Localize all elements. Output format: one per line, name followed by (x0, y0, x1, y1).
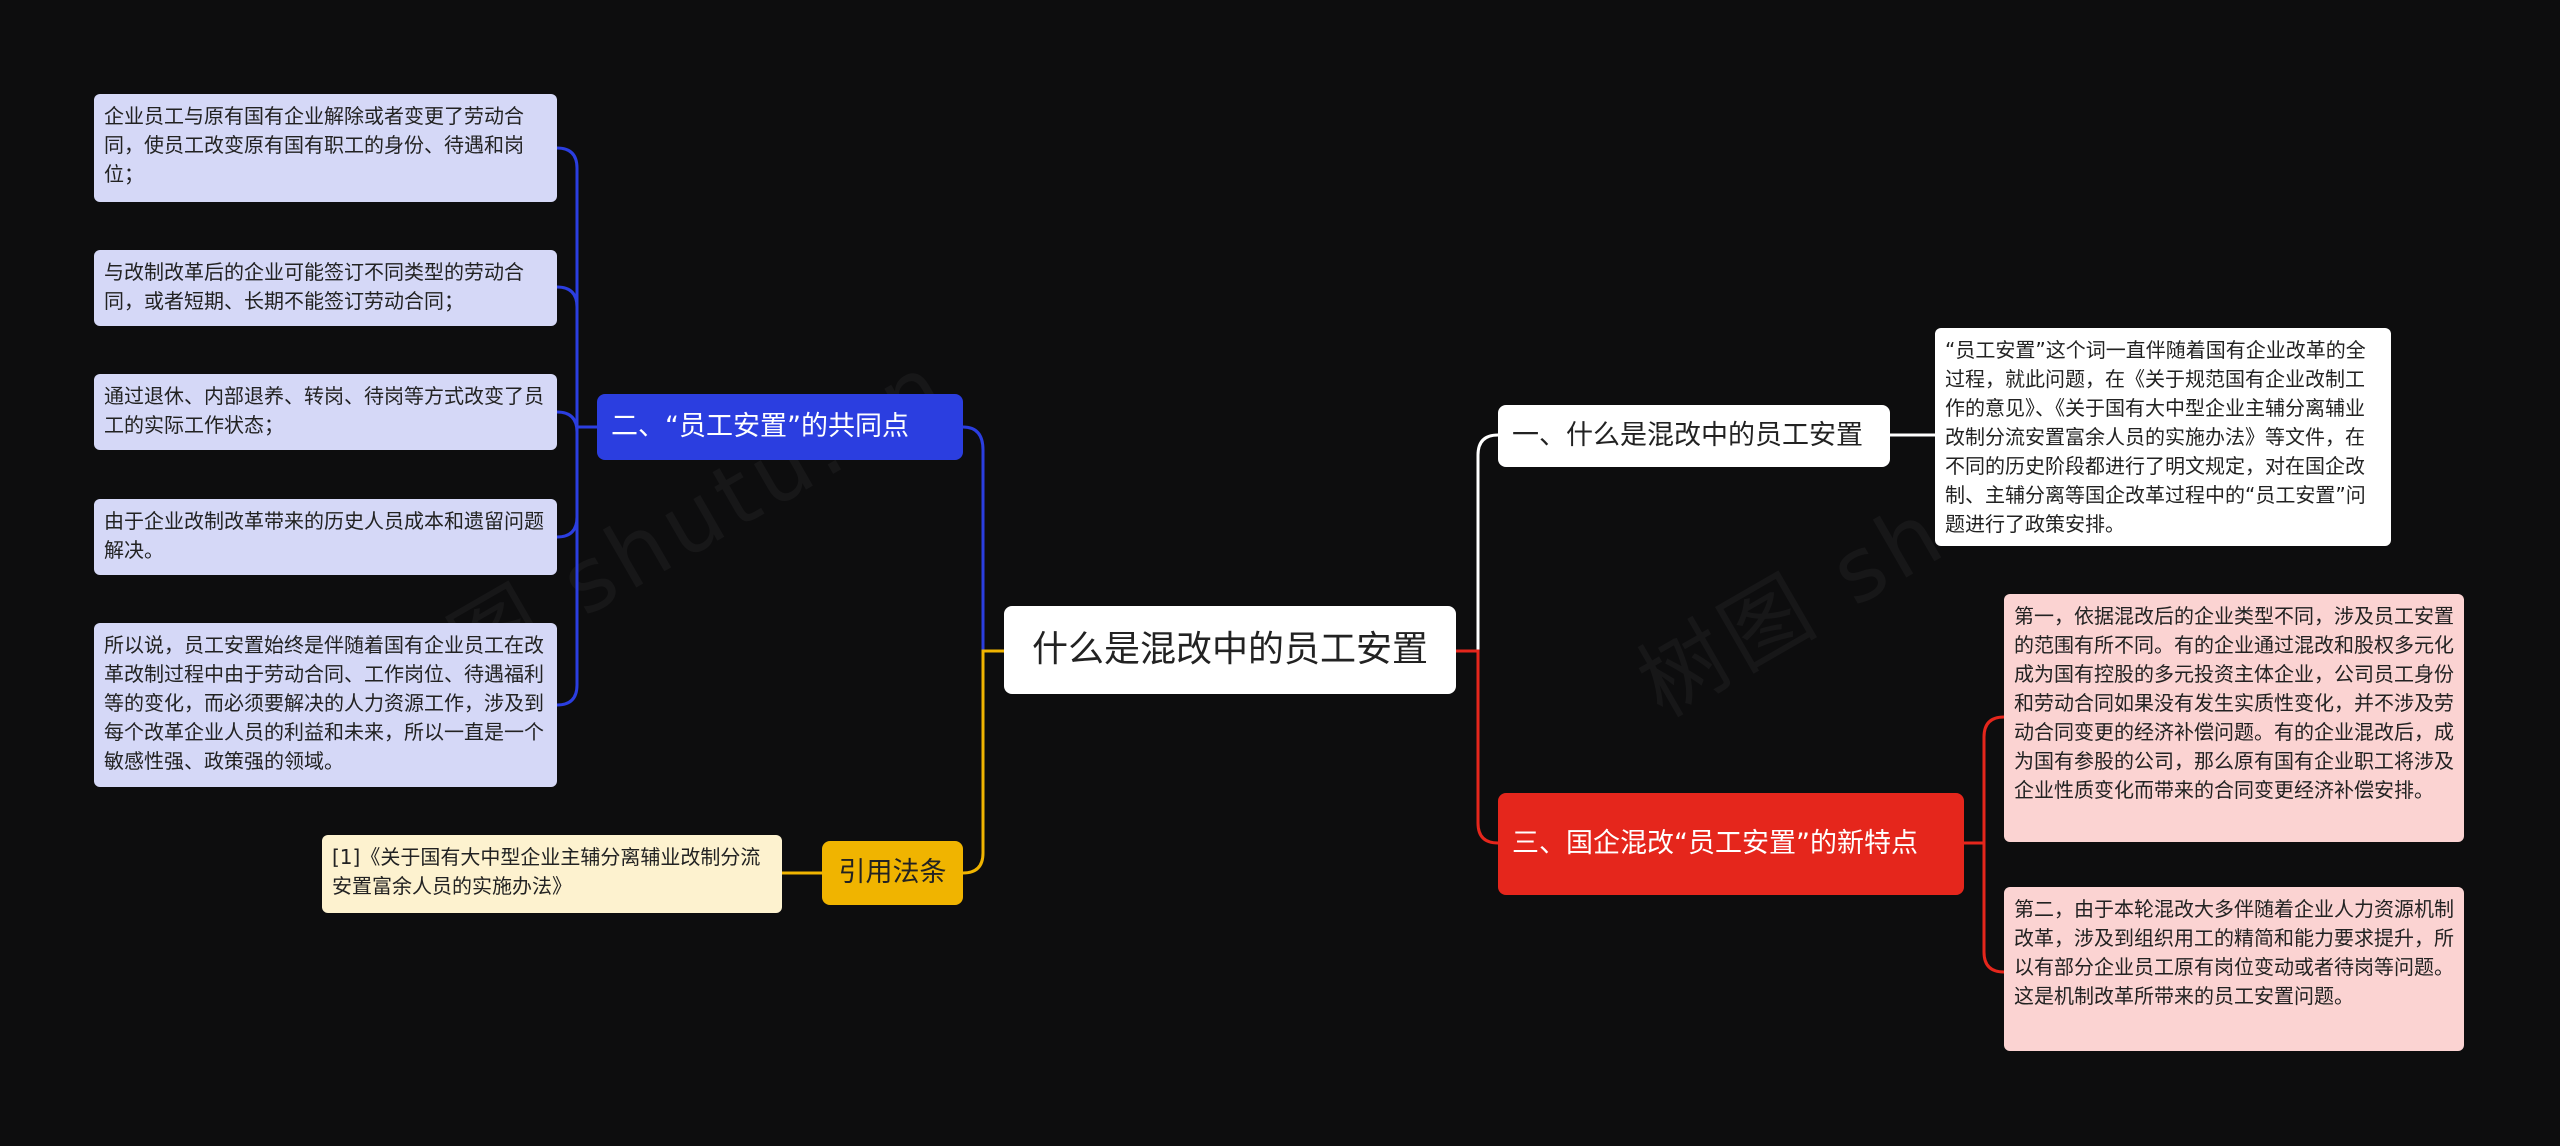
leaf-b1-1[interactable]: “员工安置”这个词一直伴随着国有企业改革的全过程，就此问题，在《关于规范国有企业… (1935, 328, 2391, 546)
leaf-text: “员工安置”这个词一直伴随着国有企业改革的全过程，就此问题，在《关于规范国有企业… (1945, 338, 2366, 536)
branch-what-is-placement[interactable]: 一、什么是混改中的员工安置 (1498, 405, 1890, 467)
link-b2-leaf5 (556, 427, 579, 707)
leaf-text: 与改制改革后的企业可能签订不同类型的劳动合同，或者短期、长期不能签订劳动合同； (104, 260, 524, 313)
link-root-b1 (1456, 433, 1499, 653)
link-root-b4 (962, 649, 1004, 875)
link-b3-leaf2 (1982, 843, 2005, 974)
link-b2-leaf3 (556, 410, 579, 433)
leaf-b2-4[interactable]: 由于企业改制改革带来的历史人员成本和遗留问题解决。 (94, 499, 557, 575)
branch-label: 二、“员工安置”的共同点 (611, 411, 909, 442)
branch-label: 引用法条 (838, 857, 947, 888)
leaf-b2-2[interactable]: 与改制改革后的企业可能签订不同类型的劳动合同，或者短期、长期不能签订劳动合同； (94, 250, 557, 326)
link-b2-leaf1 (556, 146, 597, 429)
leaf-text: 由于企业改制改革带来的历史人员成本和遗留问题解决。 (104, 509, 544, 562)
branch-label: 一、什么是混改中的员工安置 (1512, 420, 1863, 451)
link-root-b3 (1456, 649, 1499, 845)
leaf-b2-1[interactable]: 企业员工与原有国有企业解除或者变更了劳动合同，使员工改变原有国有职工的身份、待遇… (94, 94, 557, 202)
leaf-b4-1[interactable]: [1]《关于国有大中型企业主辅分离辅业改制分流安置富余人员的实施办法》 (322, 835, 782, 913)
branch-label: 三、国企混改“员工安置”的新特点 (1512, 828, 1918, 859)
leaf-text: 企业员工与原有国有企业解除或者变更了劳动合同，使员工改变原有国有职工的身份、待遇… (104, 104, 524, 186)
root-title: 什么是混改中的员工安置 (1031, 629, 1428, 670)
leaf-b2-3[interactable]: 通过退休、内部退养、转岗、待岗等方式改变了员工的实际工作状态； (94, 374, 557, 450)
branch-new-features[interactable]: 三、国企混改“员工安置”的新特点 (1498, 793, 1964, 895)
leaf-text: 所以说，员工安置始终是伴随着国有企业员工在改革改制过程中由于劳动合同、工作岗位、… (104, 633, 544, 773)
link-b2-leaf2 (556, 285, 579, 427)
leaf-text: 通过退休、内部退养、转岗、待岗等方式改变了员工的实际工作状态； (104, 384, 544, 437)
link-b3-leaf1 (1964, 715, 2005, 845)
link-root-b2 (962, 425, 1004, 653)
leaf-b2-5[interactable]: 所以说，员工安置始终是伴随着国有企业员工在改革改制过程中由于劳动合同、工作岗位、… (94, 623, 557, 787)
leaf-b3-1[interactable]: 第一，依据混改后的企业类型不同，涉及员工安置的范围有所不同。有的企业通过混改和股… (2004, 594, 2464, 842)
leaf-text: [1]《关于国有大中型企业主辅分离辅业改制分流安置富余人员的实施办法》 (332, 845, 761, 898)
root-topic[interactable]: 什么是混改中的员工安置 (1004, 606, 1456, 694)
branch-cited-laws[interactable]: 引用法条 (822, 841, 963, 905)
leaf-b3-2[interactable]: 第二，由于本轮混改大多伴随着企业人力资源机制改革，涉及到组织用工的精简和能力要求… (2004, 887, 2464, 1051)
leaf-text: 第一，依据混改后的企业类型不同，涉及员工安置的范围有所不同。有的企业通过混改和股… (2014, 604, 2454, 802)
branch-common-points[interactable]: 二、“员工安置”的共同点 (597, 394, 963, 460)
link-b2-leaf4 (556, 427, 579, 539)
leaf-text: 第二，由于本轮混改大多伴随着企业人力资源机制改革，涉及到组织用工的精简和能力要求… (2014, 897, 2454, 1008)
